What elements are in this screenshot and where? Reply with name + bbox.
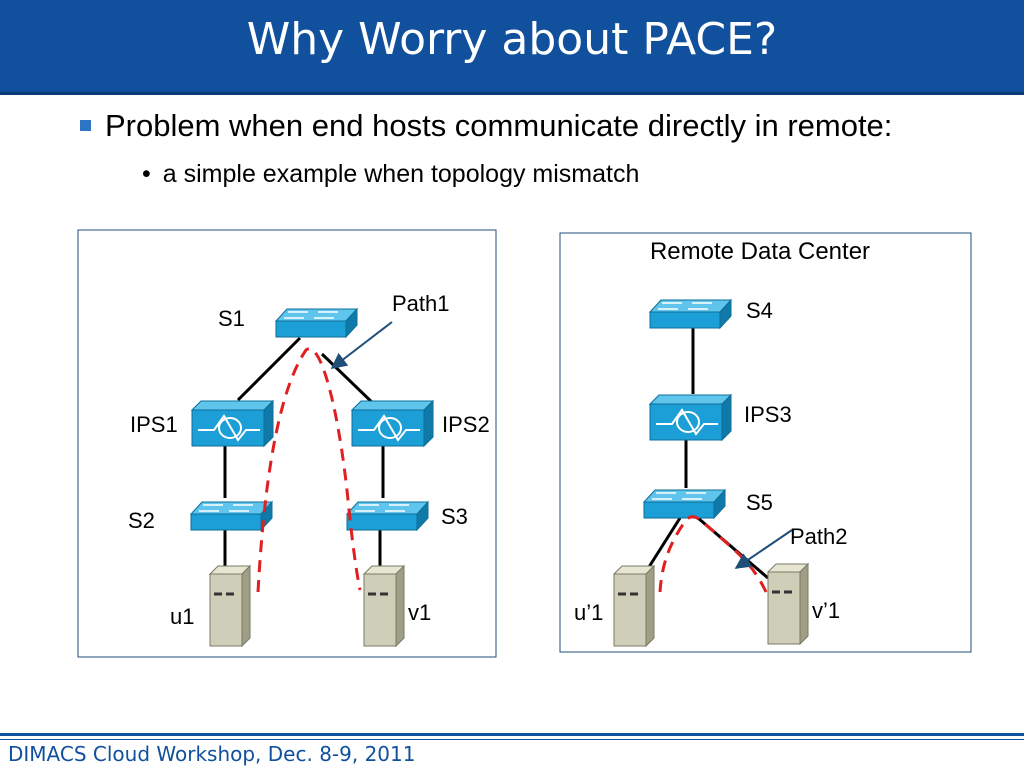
path1-route [256, 347, 362, 593]
switch-s2-icon [190, 501, 273, 531]
footer-text: DIMACS Cloud Workshop, Dec. 8-9, 2011 [8, 742, 416, 766]
bullet-main-text: Problem when end hosts communicate direc… [105, 108, 893, 143]
path2-route [658, 515, 768, 593]
server-v1prime-icon [766, 562, 810, 646]
switch-s1-icon [275, 308, 358, 338]
path2-arrow [734, 529, 793, 569]
remote-dc-title: Remote Data Center [650, 238, 870, 265]
switch-s3-icon [346, 501, 429, 531]
label-ips2: IPS2 [442, 412, 490, 437]
label-v1: v1 [408, 600, 431, 625]
label-s2: S2 [128, 508, 155, 533]
ips1-icon [191, 400, 274, 447]
square-bullet-icon [80, 120, 91, 131]
server-v1-icon [362, 564, 406, 648]
label-s1: S1 [218, 306, 245, 331]
label-s3: S3 [441, 504, 468, 529]
label-s5: S5 [746, 490, 773, 515]
label-u1prime: u’1 [574, 600, 603, 625]
label-ips1: IPS1 [130, 412, 178, 437]
bullet-sub-text: a simple example when topology mismatch [162, 160, 640, 188]
server-u1prime-icon [612, 564, 656, 648]
slide-header: Why Worry about PACE? [0, 0, 1024, 95]
label-path2: Path2 [790, 524, 848, 549]
dot-bullet-icon: • [142, 160, 151, 188]
ips2-icon [351, 400, 434, 447]
label-s4: S4 [746, 298, 773, 323]
footer-rule [0, 733, 1024, 736]
bullet-main: Problem when end hosts communicate direc… [80, 108, 892, 144]
label-path1: Path1 [392, 291, 450, 316]
slide-title: Why Worry about PACE? [246, 14, 778, 65]
label-ips3: IPS3 [744, 402, 792, 427]
switch-s4-icon [649, 299, 732, 329]
path1-arrow [330, 321, 393, 369]
label-u1: u1 [170, 604, 194, 629]
bullet-sub: • a simple example when topology mismatch [142, 160, 639, 189]
label-v1prime: v’1 [812, 598, 840, 623]
ips3-icon [649, 394, 732, 441]
server-u1-icon [208, 564, 252, 648]
switch-s5-icon [643, 489, 726, 519]
footer-rule-thin [0, 739, 1024, 740]
